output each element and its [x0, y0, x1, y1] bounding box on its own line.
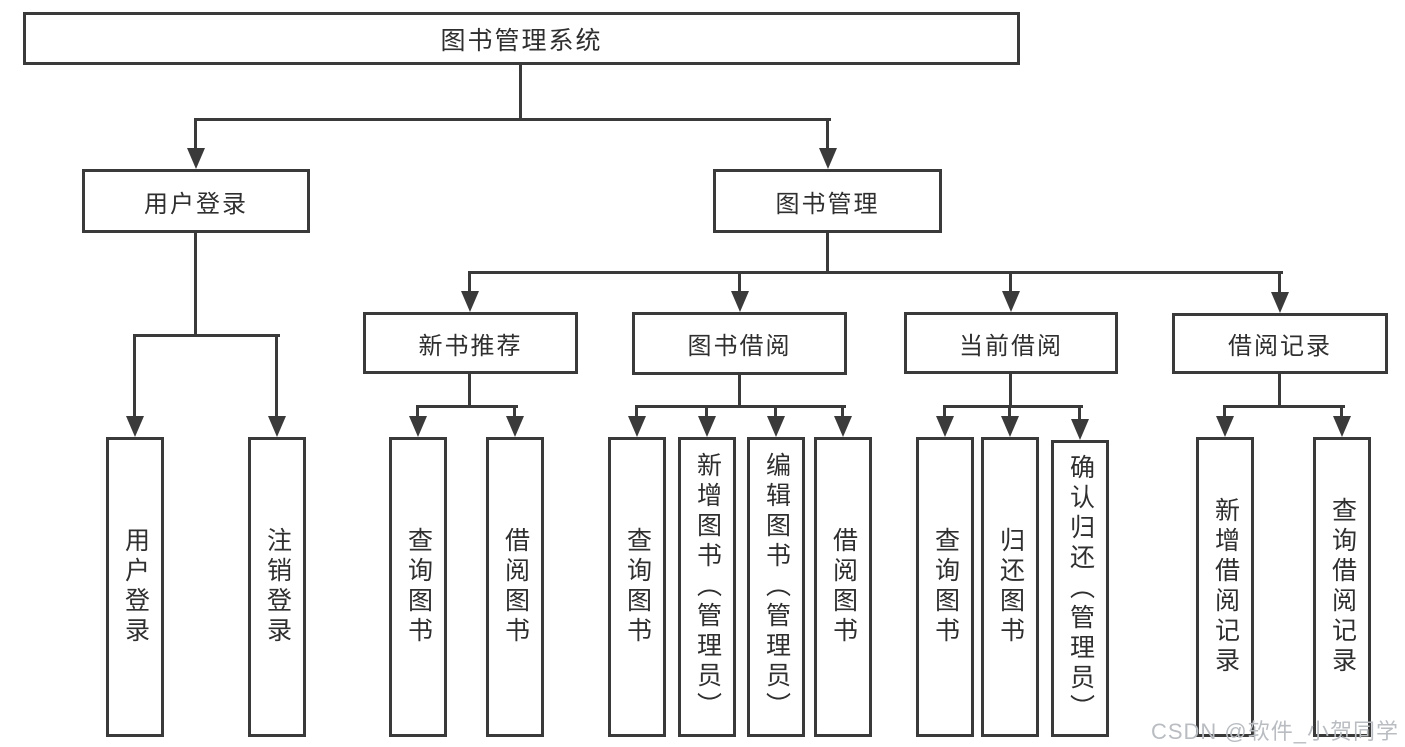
leaf-confirm-return-admin-label: 确认归还（管理员）	[1066, 453, 1095, 724]
leaf-return-books: 归还图书	[981, 437, 1039, 737]
connector-user-login-rail	[133, 334, 280, 337]
connector-stem	[416, 405, 419, 419]
connector-stem	[1223, 405, 1226, 419]
leaf-query-books-current: 查询图书	[916, 437, 974, 737]
leaf-query-borrow-record: 查询借阅记录	[1313, 437, 1371, 737]
node-book-management-label: 图书管理	[775, 190, 880, 218]
connector-stem-book-management	[826, 118, 829, 151]
leaf-add-borrow-record: 新增借阅记录	[1196, 437, 1254, 737]
arrowhead-book-management	[819, 148, 837, 169]
leaf-logout: 注销登录	[248, 437, 306, 737]
node-book-management: 图书管理	[713, 169, 942, 233]
connector-borrow-records-stub	[1278, 374, 1281, 408]
connector-stem-user-login	[194, 118, 197, 151]
leaf-return-books-label: 归还图书	[996, 527, 1025, 647]
connector-stem	[1078, 405, 1081, 421]
connector-stem	[1008, 405, 1011, 419]
arrowhead-current-borrowing	[1002, 291, 1020, 312]
connector-stem	[841, 405, 844, 419]
connector-stem	[635, 405, 638, 419]
leaf-add-book-admin-label: 新增图书（管理员）	[693, 452, 722, 722]
leaf-query-books-recommend-label: 查询图书	[404, 527, 433, 647]
connector-stem-leaf-user-login	[133, 334, 136, 418]
connector-stem-book-borrowing	[738, 271, 741, 293]
arrowhead-borrow-records	[1271, 292, 1289, 313]
connector-stem-current-borrowing	[1009, 271, 1012, 293]
arrowhead-leaf-logout	[268, 416, 286, 437]
node-root: 图书管理系统	[23, 12, 1020, 65]
node-current-borrowing: 当前借阅	[904, 312, 1118, 374]
node-book-borrowing-label: 图书借阅	[687, 333, 792, 360]
connector-book-management-stub	[826, 233, 829, 274]
connector-user-login-stub	[194, 233, 197, 336]
arrowhead-leaf	[409, 416, 427, 437]
leaf-borrow-books-label: 借阅图书	[829, 527, 858, 647]
connector-stem	[513, 405, 516, 419]
leaf-add-book-admin: 新增图书（管理员）	[678, 437, 736, 737]
leaf-add-borrow-record-label: 新增借阅记录	[1211, 497, 1240, 677]
connector-root-stub	[519, 65, 522, 121]
leaf-borrow-books-recommend-label: 借阅图书	[501, 527, 530, 647]
arrowhead-leaf	[1071, 419, 1089, 440]
arrowhead-leaf	[936, 416, 954, 437]
connector-borrow-records-rail	[1223, 405, 1345, 408]
leaf-edit-book-admin: 编辑图书（管理员）	[747, 437, 805, 737]
arrowhead-leaf	[834, 416, 852, 437]
node-new-book-recommend: 新书推荐	[363, 312, 578, 374]
node-root-label: 图书管理系统	[440, 26, 603, 55]
connector-level3-rail	[468, 271, 1283, 274]
leaf-confirm-return-admin: 确认归还（管理员）	[1051, 440, 1109, 737]
node-user-login-label: 用户登录	[144, 190, 248, 218]
arrowhead-book-borrowing	[731, 291, 749, 312]
arrowhead-leaf	[767, 416, 785, 437]
leaf-user-login-label: 用户登录	[121, 527, 150, 647]
node-new-book-recommend-label: 新书推荐	[418, 332, 523, 360]
arrowhead-leaf	[1216, 416, 1234, 437]
connector-stem-new-book-recommend	[468, 271, 471, 293]
connector-book-borrowing-rail	[635, 405, 846, 408]
node-borrow-records: 借阅记录	[1172, 313, 1388, 374]
leaf-borrow-books-recommend: 借阅图书	[486, 437, 544, 737]
leaf-query-books-borrowing: 查询图书	[608, 437, 666, 737]
arrowhead-leaf-user-login	[126, 416, 144, 437]
arrowhead-leaf	[506, 416, 524, 437]
connector-stem	[943, 405, 946, 419]
connector-stem	[705, 405, 708, 419]
connector-current-borrowing-rail	[943, 405, 1083, 408]
leaf-query-books-borrowing-label: 查询图书	[623, 527, 652, 647]
arrowhead-leaf	[1001, 416, 1019, 437]
arrowhead-leaf	[1333, 416, 1351, 437]
connector-current-borrowing-stub	[1009, 374, 1012, 408]
node-book-borrowing: 图书借阅	[632, 312, 847, 375]
connector-new-book-stub	[468, 374, 471, 408]
csdn-watermark: CSDN @软件_小贺同学	[1150, 719, 1399, 744]
leaf-edit-book-admin-label: 编辑图书（管理员）	[762, 452, 791, 722]
connector-new-book-rail	[416, 405, 518, 408]
node-borrow-records-label: 借阅记录	[1228, 333, 1332, 360]
connector-stem	[1340, 405, 1343, 419]
connector-level2-rail	[194, 118, 831, 121]
connector-book-borrowing-stub	[738, 375, 741, 408]
node-user-login: 用户登录	[82, 169, 310, 233]
leaf-user-login: 用户登录	[106, 437, 164, 737]
leaf-query-books-recommend: 查询图书	[389, 437, 447, 737]
connector-stem-borrow-records	[1278, 271, 1281, 294]
arrowhead-user-login	[187, 148, 205, 169]
leaf-query-books-current-label: 查询图书	[931, 527, 960, 647]
arrowhead-leaf	[628, 416, 646, 437]
leaf-borrow-books: 借阅图书	[814, 437, 872, 737]
connector-stem	[774, 405, 777, 419]
connector-stem-leaf-logout	[275, 334, 278, 418]
node-current-borrowing-label: 当前借阅	[959, 332, 1063, 360]
arrowhead-leaf	[698, 416, 716, 437]
leaf-logout-label: 注销登录	[263, 527, 292, 647]
leaf-query-borrow-record-label: 查询借阅记录	[1328, 497, 1357, 677]
arrowhead-new-book-recommend	[461, 291, 479, 312]
